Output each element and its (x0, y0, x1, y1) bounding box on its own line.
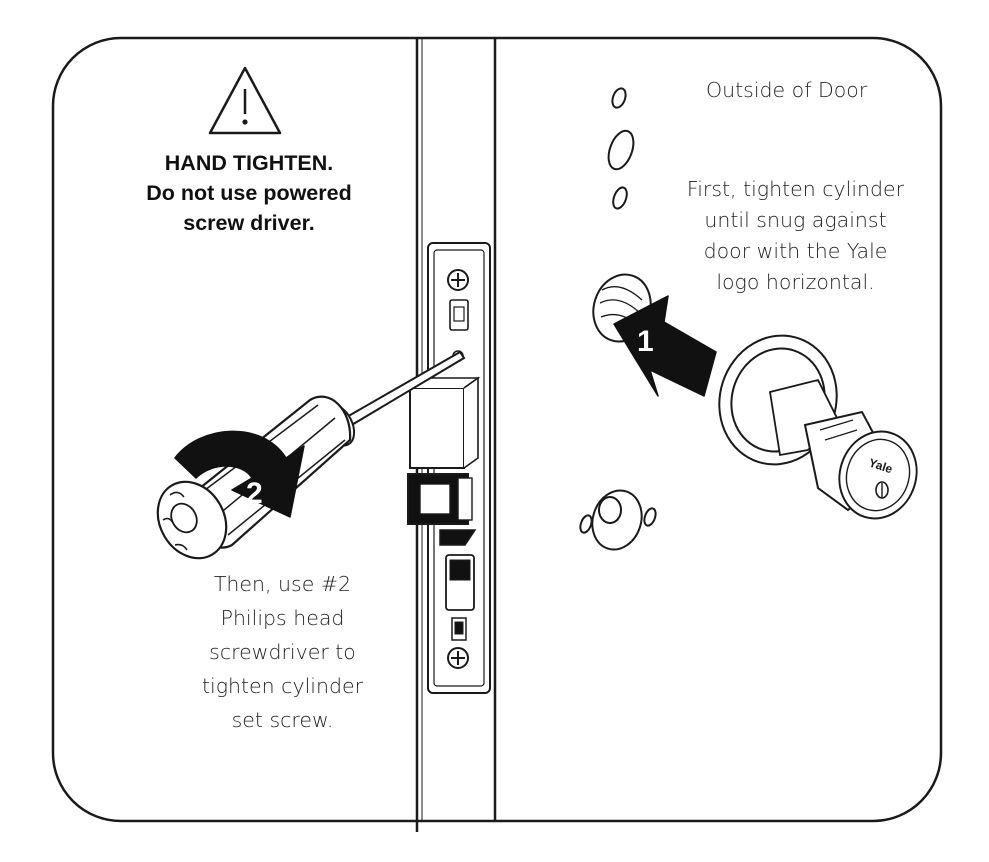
rotate-arrow-2 (174, 430, 305, 518)
lower-door-hole (591, 489, 643, 551)
mounting-holes (579, 87, 657, 534)
right-instruction-line-1: First, tighten cylinder (686, 177, 905, 201)
warning-line-1: HAND TIGHTEN. (164, 151, 334, 175)
left-instruction-line-2: Philips head (220, 606, 345, 630)
warning-line-2: Do not use powered (146, 181, 352, 205)
outside-door-label: Outside of Door (706, 78, 868, 102)
warning-text: HAND TIGHTEN. Do not use powered screw d… (100, 148, 398, 238)
warning-line-3: screw driver. (183, 211, 315, 235)
left-instruction-line-4: tighten cylinder (201, 674, 364, 698)
right-instruction-text: First, tighten cylinder until snug again… (648, 174, 943, 298)
left-instruction-line-3: screwdriver to (209, 640, 356, 664)
left-instruction-text: Then, use #2 Philips head screwdriver to… (150, 567, 415, 737)
right-instruction-line-2: until snug against (704, 208, 887, 232)
latch-faceplate-illustration (407, 242, 491, 694)
left-instruction-line-5: set screw. (231, 708, 334, 732)
warning-icon (208, 66, 282, 135)
right-instruction-line-3: door with the Yale (703, 239, 888, 263)
step-2-number: 2 (246, 477, 263, 510)
insert-arrow-1 (613, 295, 717, 397)
right-instruction-line-4: logo horizontal. (716, 270, 875, 294)
left-instruction-line-1: Then, use #2 (213, 572, 352, 596)
step-1-number: 1 (637, 325, 654, 358)
panel-frame (51, 36, 943, 823)
mortise-cylinder-illustration (718, 334, 918, 520)
